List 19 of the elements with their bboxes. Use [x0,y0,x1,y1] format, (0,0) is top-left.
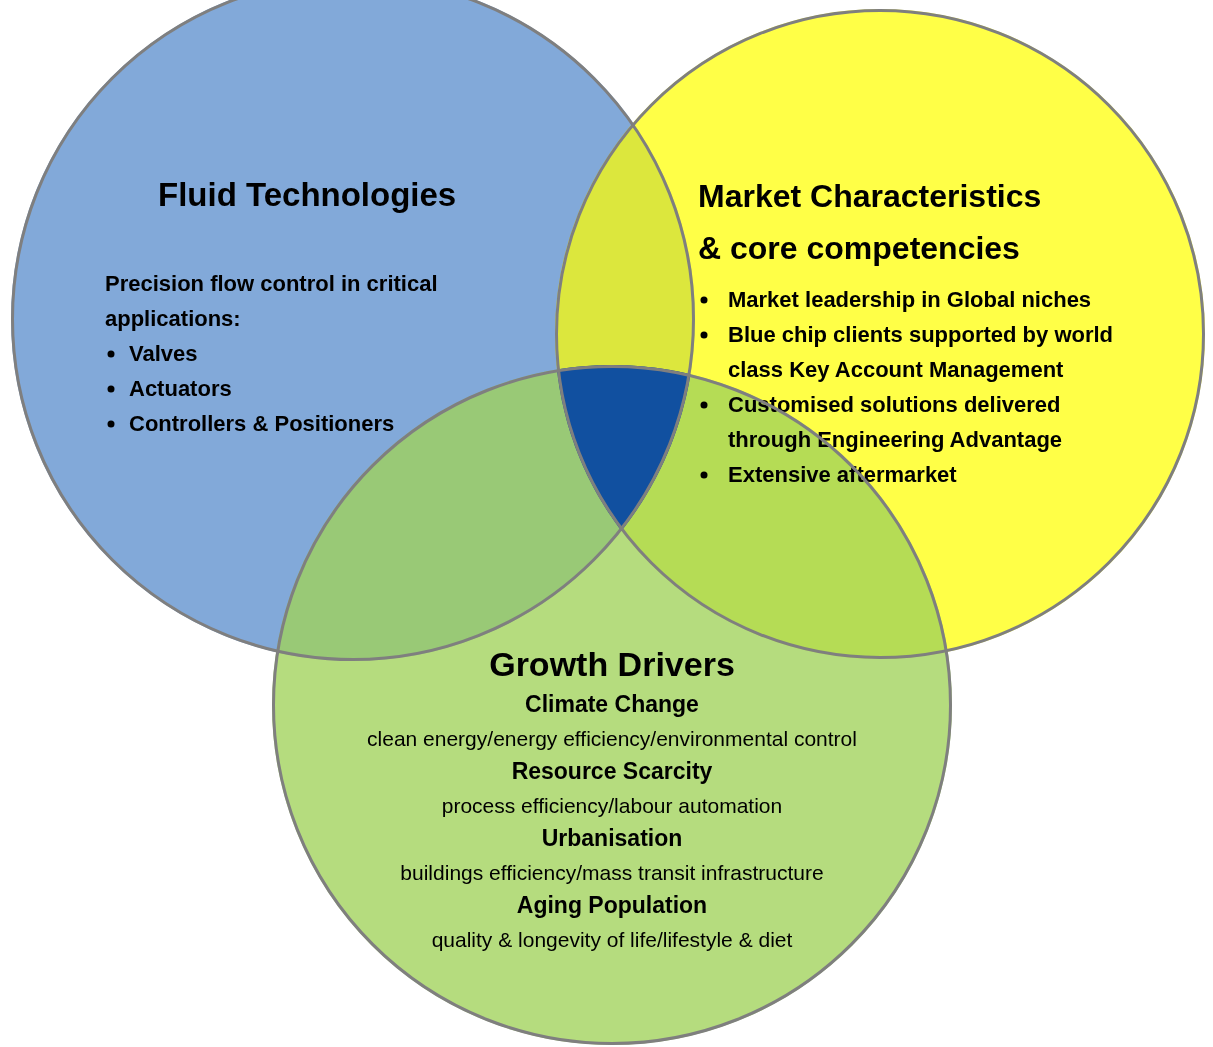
circle-title: Growth Drivers [488,644,736,685]
driver-description: quality & longevity of life/lifestyle & diet [430,926,794,953]
driver-heading: Aging Population [515,891,709,920]
circle-title: Fluid Technologies [157,175,458,215]
driver-heading: Urbanisation [540,824,684,853]
bullet-item: Valves [129,341,198,366]
driver-description: process efficiency/labour automation [440,792,784,819]
bullet-item: Blue chip clients supported by world class Key Account Management [728,322,1114,382]
circle-title: Market Characteristics & core competencies [698,177,1043,268]
driver-description: clean energy/energy efficiency/environmental control [366,725,858,752]
driver-description: buildings efficiency/mass transit infrastructure [399,859,825,886]
bullet-item: Extensive aftermarket [728,462,957,487]
description-text: Precision flow control in critical applications: [105,270,439,333]
bullet-item: Market leadership in Global niches [728,287,1092,312]
driver-heading: Resource Scarcity [510,757,714,786]
driver-heading: Climate Change [524,690,700,719]
bullet-item: Controllers & Positioners [129,411,395,436]
bullet-item: Customised solutions delivered through Engineering Advantage [728,392,1063,452]
bullet-item: Actuators [129,376,232,401]
